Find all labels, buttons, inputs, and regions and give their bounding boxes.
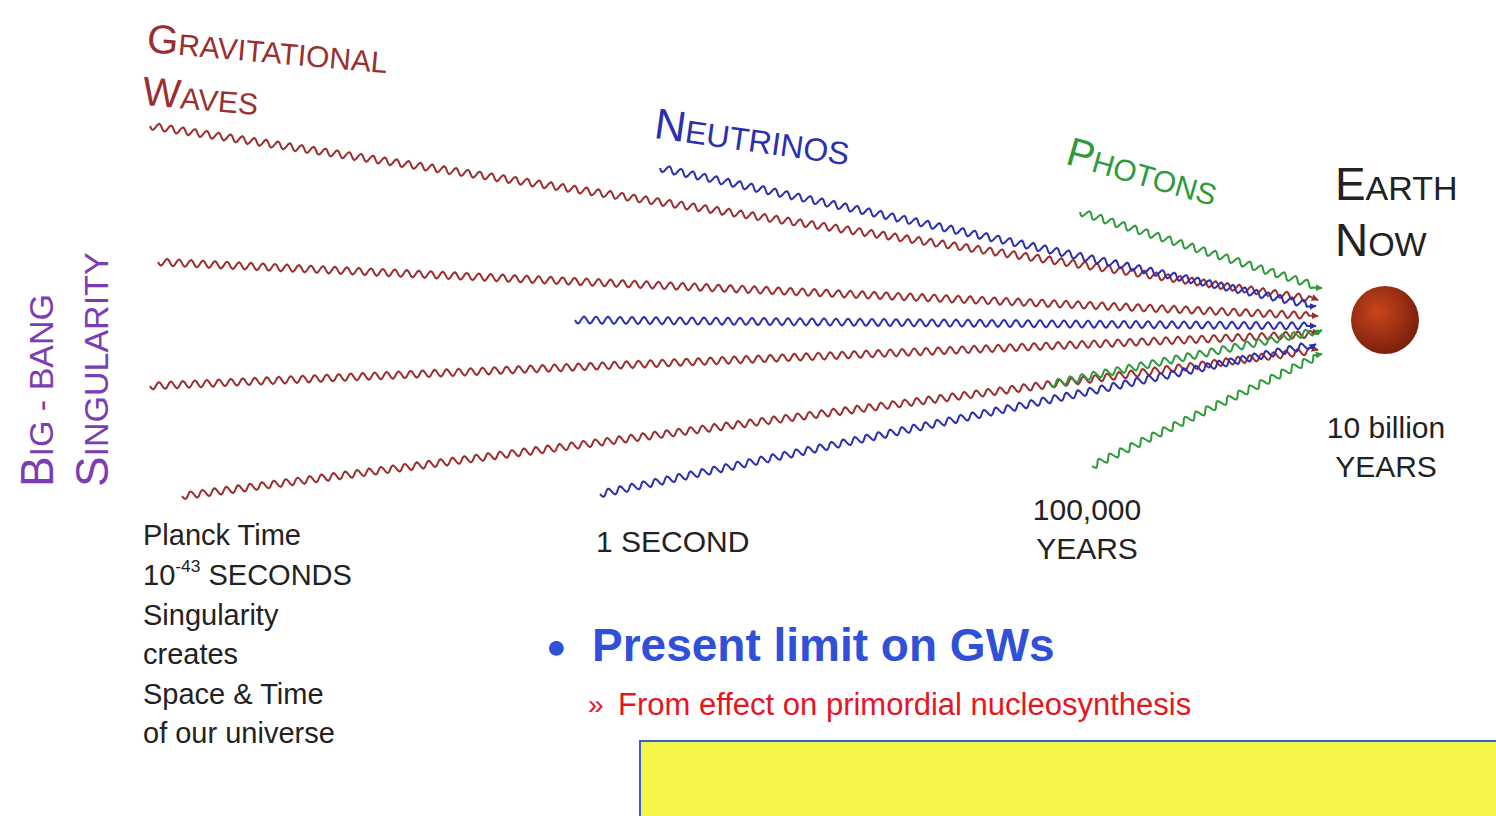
wave-type-title: GRAVITATIONAL WAVES	[140, 12, 390, 138]
text-line: YEARS	[992, 529, 1182, 568]
time-label: 10-43 SECONDS	[143, 556, 352, 593]
time-label: 1 SECOND	[596, 524, 749, 560]
time-label: Planck Time	[143, 518, 301, 553]
text-line: 100,000	[992, 490, 1182, 529]
wave-line	[1050, 330, 1322, 387]
time-label: 100,000 YEARS	[992, 490, 1182, 568]
text-line: of our universe	[143, 714, 335, 753]
text-line: 10 billion	[1288, 408, 1484, 447]
wave-line	[1080, 211, 1322, 288]
bullet-symbol: ●	[546, 626, 567, 667]
text-line: Space & Time	[143, 675, 335, 714]
earth-label: EARTH NOW	[1335, 156, 1458, 268]
text-line: BIG - BANG	[10, 147, 65, 487]
text-line: EARTH	[1335, 156, 1458, 212]
highlight-box	[640, 741, 1496, 816]
text-line: YEARS	[1288, 447, 1484, 486]
bullet-text: From effect on primordial nucleosynthesi…	[618, 686, 1191, 723]
time-label: 10 billion YEARS	[1288, 408, 1484, 486]
bullet-heading: Present limit on GWs	[592, 618, 1055, 673]
text-line: SECONDS	[200, 559, 351, 591]
wave-line	[600, 344, 1316, 497]
wave-line	[575, 317, 1316, 330]
earth-globe	[1351, 286, 1419, 354]
wave-line	[150, 331, 1318, 389]
wave-line	[182, 348, 1318, 499]
text-line: creates	[143, 635, 335, 674]
note-text: Singularity creates Space & Time of our …	[143, 596, 335, 754]
text-line: 10	[143, 559, 175, 591]
wave-type-title: PHOTONS	[1061, 127, 1223, 216]
wave-lines	[150, 124, 1322, 499]
singularity-label: BIG - BANG SINGULARITY	[10, 147, 120, 487]
text-line: SINGULARITY	[65, 147, 120, 487]
text-line: Singularity	[143, 596, 335, 635]
text-line: NOW	[1335, 212, 1458, 268]
wave-type-title: NEUTRINOS	[651, 98, 853, 177]
wave-line	[158, 259, 1318, 319]
sub-bullet-symbol: »	[588, 688, 604, 722]
wave-line	[1092, 354, 1322, 468]
text-line: -43	[175, 556, 200, 576]
